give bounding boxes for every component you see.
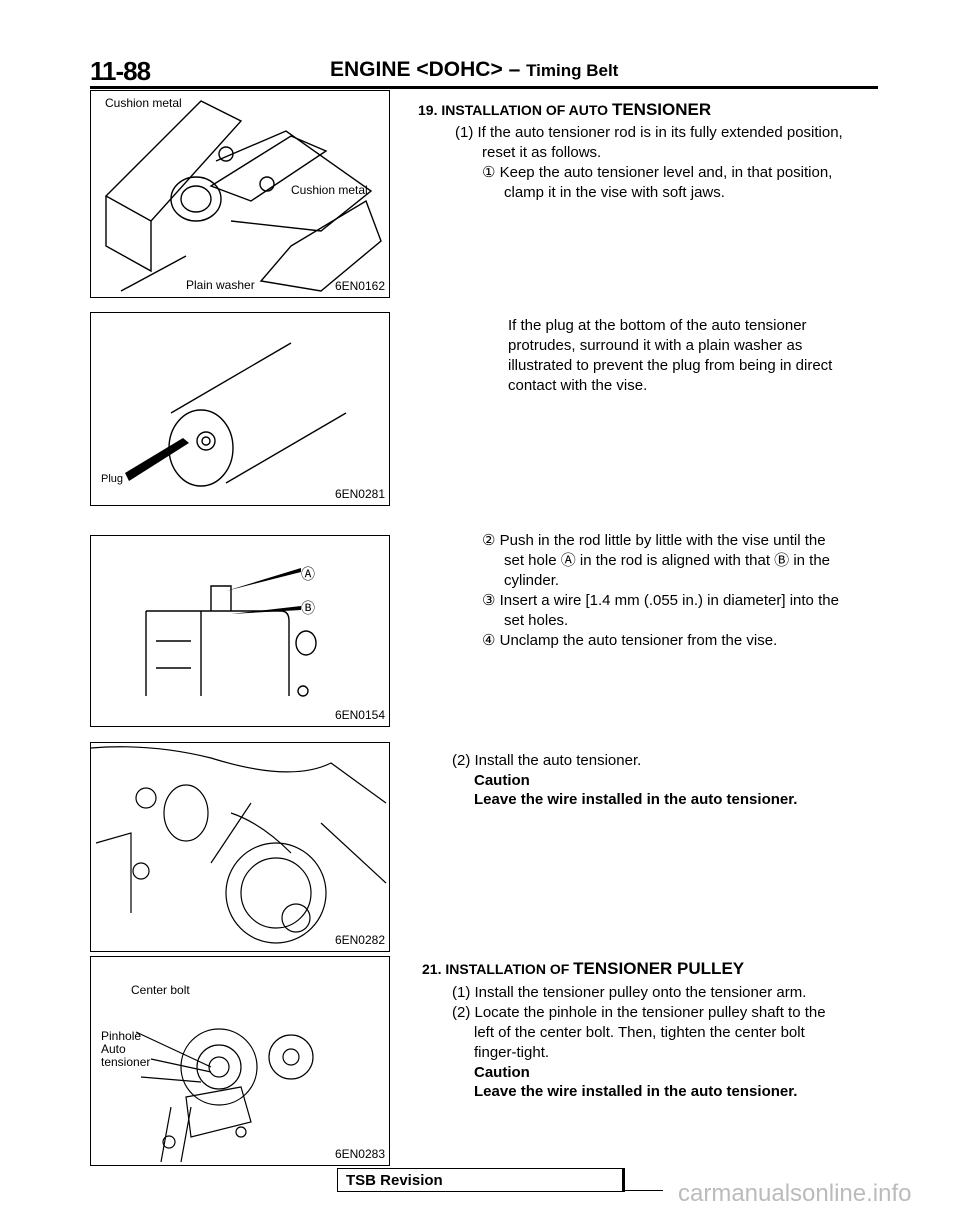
caution-label: Caution [474, 1064, 530, 1081]
heading-emphasis: TENSIONER PULLEY [573, 959, 745, 978]
note-block: If the plug at the bottom of the auto te… [508, 316, 884, 396]
vise-illustration [104, 100, 382, 292]
substep-3-cont: set holes. [504, 612, 569, 629]
substep-4: ④ Unclamp the auto tensioner from the vi… [482, 632, 778, 649]
title-dash: – [508, 58, 521, 81]
substep-1-cont: clamp it in the vise with soft jaws. [504, 184, 725, 201]
figure-set-holes: Ⓐ Ⓑ 6EN0154 [90, 535, 390, 727]
substep-2-cont: set hole Ⓐ in the rod is aligned with th… [504, 552, 831, 569]
label-b: Ⓑ [301, 600, 315, 616]
header-rule [90, 86, 878, 89]
section-19-heading: 19. INSTALLATION OF AUTO TENSIONER [418, 100, 711, 120]
page-title: ENGINE <DOHC> – Timing Belt [330, 58, 618, 82]
note-line: illustrated to prevent the plug from bei… [508, 357, 833, 374]
caution-label: Caution [474, 772, 530, 789]
footer-rule [623, 1190, 663, 1191]
note-line: protrudes, surround it with a plain wash… [508, 337, 803, 354]
substep-2: ② Push in the rod little by little with … [482, 532, 826, 549]
step-21-2-cont2: finger-tight. [474, 1044, 550, 1061]
tsb-revision-box: TSB Revision [337, 1168, 625, 1192]
substep-1: ① Keep the auto tensioner level and, in … [482, 164, 833, 181]
title-sub: Timing Belt [526, 61, 619, 80]
substep-3: ③ Insert a wire [1.4 mm (.055 in.) in di… [482, 592, 839, 609]
figure-code: 6EN0283 [334, 1147, 385, 1161]
heading-prefix: 21. INSTALLATION OF [422, 961, 574, 977]
figure-code: 6EN0281 [334, 487, 385, 501]
step-21-2-cont: left of the center bolt. Then, tighten t… [474, 1024, 805, 1041]
label-plug: Plug [101, 473, 124, 485]
figure-code: 6EN0162 [334, 279, 385, 293]
label-center-bolt: Center bolt [131, 983, 190, 997]
section-21-heading: 21. INSTALLATION OF TENSIONER PULLEY [422, 959, 744, 979]
caution-text: Leave the wire installed in the auto ten… [474, 1083, 798, 1100]
figure-cushion-metal: Cushion metal Cushion metal Plain washer… [90, 90, 390, 298]
figure-plug: Plug 6EN0281 [90, 312, 390, 506]
step-2: (2) Install the auto tensioner. [452, 752, 642, 769]
substep-2-cont2: cylinder. [504, 572, 560, 589]
figure-code: 6EN0154 [334, 708, 385, 722]
label-cushion-metal-left: Cushion metal [105, 96, 182, 110]
heading-prefix: 19. INSTALLATION OF AUTO [418, 102, 612, 118]
caution-text: Leave the wire installed in the auto ten… [474, 791, 798, 808]
step-21-1: (1) Install the tensioner pulley onto th… [452, 984, 807, 1001]
watermark: carmanualsonline.info [678, 1180, 912, 1207]
tensioner-plug-illustration [125, 342, 347, 487]
label-plain-washer: Plain washer [186, 278, 255, 292]
figure-column: Cushion metal Cushion metal Plain washer… [90, 90, 390, 1170]
step-1-intro: (1) If the auto tensioner rod is in its … [455, 124, 843, 141]
note-line: contact with the vise. [508, 377, 648, 394]
pulley-illustration [135, 1028, 314, 1163]
title-main: ENGINE <DOHC> [330, 58, 503, 81]
figure-engine-installed: 6EN0282 [90, 742, 390, 952]
label-a: Ⓐ [301, 566, 315, 582]
label-auto-tensioner: Auto tensioner [101, 1042, 151, 1069]
figure-pulley: Center bolt Pinhole Auto tensioner 6EN02… [90, 956, 390, 1166]
set-holes-illustration [145, 568, 317, 697]
heading-emphasis: TENSIONER [611, 100, 712, 119]
label-pinhole: Pinhole [101, 1029, 142, 1043]
step-1-intro-cont: reset it as follows. [482, 144, 602, 161]
note-line: If the plug at the bottom of the auto te… [508, 317, 807, 334]
label-cushion-metal-right: Cushion metal [291, 183, 368, 197]
step-21-2: (2) Locate the pinhole in the tensioner … [452, 1004, 826, 1021]
page-number: 11-88 [90, 56, 151, 86]
figure-code: 6EN0282 [334, 933, 385, 947]
engine-illustration [91, 746, 387, 944]
